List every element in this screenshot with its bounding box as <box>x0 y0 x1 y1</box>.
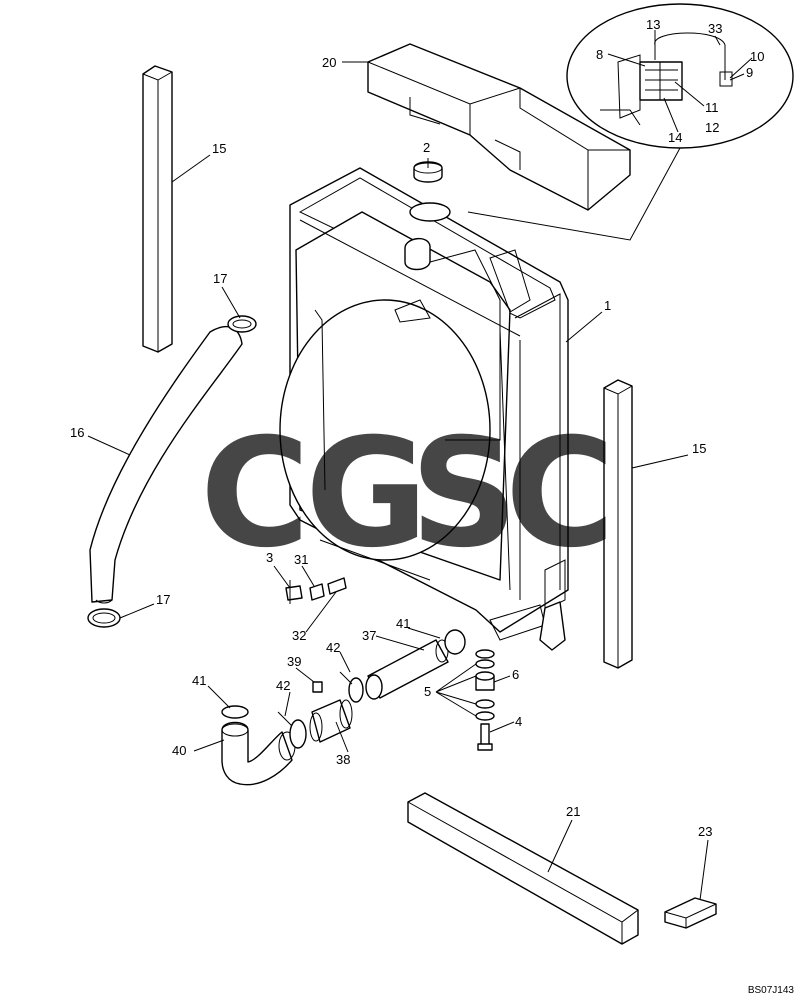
callout-label: 15 <box>212 141 226 156</box>
callout-label: 3 <box>266 550 273 565</box>
watermark-letter: C <box>200 407 310 581</box>
watermark-letter: G <box>305 407 428 581</box>
part-38-tube <box>309 699 353 743</box>
callout-label: 8 <box>596 47 603 62</box>
callout-label: 10 <box>750 49 764 64</box>
callout-labels: 1 2 3 4 5 6 8 9 10 11 12 13 14 15 15 16 … <box>70 17 764 839</box>
callout-label: 23 <box>698 824 712 839</box>
part-1-radiator-assembly <box>279 167 569 651</box>
part-16-upper-hose <box>89 326 243 604</box>
callout-label: 11 <box>705 100 719 115</box>
part-32-nipple <box>327 577 347 595</box>
part-23-pad <box>664 897 717 929</box>
callout-label: 40 <box>172 743 186 758</box>
callout-label: 2 <box>423 140 430 155</box>
detail-circle <box>467 3 794 241</box>
part-37-lower-hose <box>365 639 449 700</box>
part-17-hose-clamp-top <box>227 315 257 333</box>
part-15-right-block <box>603 379 633 669</box>
callout-label: 16 <box>70 425 84 440</box>
callout-label: 20 <box>322 55 336 70</box>
watermark: C G S C <box>200 407 615 581</box>
leader-lines <box>87 30 753 901</box>
callout-label: 6 <box>512 667 519 682</box>
callout-label: 33 <box>708 21 722 36</box>
part-15-left-block <box>142 65 173 353</box>
part-20-foam-block <box>367 43 631 211</box>
watermark-letter: C <box>505 407 615 581</box>
callout-label: 38 <box>336 752 350 767</box>
callout-label: 31 <box>294 552 308 567</box>
callout-label: 39 <box>287 654 301 669</box>
callout-label: 12 <box>705 120 719 135</box>
callout-label: 42 <box>326 640 340 655</box>
callout-label: 5 <box>424 684 431 699</box>
part-21-foam-bar <box>407 792 639 945</box>
part-4-bolt <box>477 723 493 751</box>
callout-label: 13 <box>646 17 660 32</box>
callout-label: 14 <box>668 130 682 145</box>
callout-label: 21 <box>566 804 580 819</box>
callout-label: 17 <box>213 271 227 286</box>
callout-label: 32 <box>292 628 306 643</box>
callout-label: 42 <box>276 678 290 693</box>
callout-label: 41 <box>396 616 410 631</box>
drawing-code: BS07J143 <box>747 985 794 996</box>
part-42-clamp-right <box>339 671 364 703</box>
part-17-hose-clamp-bottom <box>87 608 121 628</box>
part-39-plug <box>312 681 323 693</box>
part-5-6-mount-stack <box>475 649 495 721</box>
callout-label: 1 <box>604 298 611 313</box>
part-41-clamp-left <box>221 705 249 719</box>
part-3-drain-cock <box>285 580 303 604</box>
callout-label: 4 <box>515 714 522 729</box>
callout-label: 37 <box>362 628 376 643</box>
part-40-elbow-hose <box>221 721 296 786</box>
callout-label: 41 <box>192 673 206 688</box>
callout-label: 17 <box>156 592 170 607</box>
callout-label: 15 <box>692 441 706 456</box>
part-31-fitting <box>309 583 325 601</box>
watermark-letter: S <box>410 407 518 581</box>
part-42-clamp-left <box>277 711 307 749</box>
part-41-clamp-right <box>444 629 466 655</box>
callout-label: 9 <box>746 65 753 80</box>
